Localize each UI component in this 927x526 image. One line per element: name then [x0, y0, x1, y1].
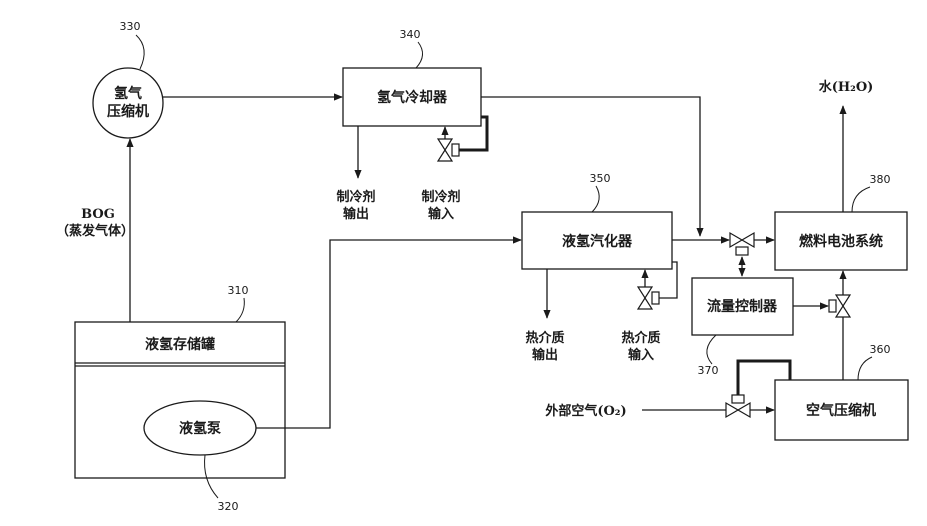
hydrogen-compressor-ref: 330	[120, 20, 141, 33]
air-valve-actuator	[829, 300, 836, 312]
hydrogen-supply-valve	[730, 233, 754, 255]
air-supply-valve	[829, 295, 850, 317]
hydrogen-compressor-circle	[93, 68, 163, 138]
hydrogen-cooler-leader	[416, 42, 423, 68]
refrigerant-valve-actuator	[452, 144, 459, 156]
refrigerant-in-label-line2: 输入	[428, 206, 454, 222]
pump-ref: 320	[218, 500, 239, 513]
hydrogen-compressor-label-line1: 氢气	[114, 85, 142, 102]
fuel-cell-ref: 380	[870, 173, 891, 186]
refrigerant-out-label-line1: 制冷剂	[336, 189, 375, 205]
hydrogen-compressor-label-line2: 压缩机	[107, 103, 149, 120]
hydrogen-valve-actuator	[736, 247, 748, 255]
bog-label-line1: BOG	[81, 207, 115, 222]
storage-tank-ref: 310	[228, 284, 249, 297]
pump-label: 液氢泵	[179, 420, 221, 437]
air-compressor-ref: 360	[870, 343, 891, 356]
hydrogen-valve-right	[742, 233, 754, 247]
air-compressor-label: 空气压缩机	[806, 402, 876, 419]
air-compressor: 空气压缩机 360	[775, 343, 908, 440]
outside-air-label: 外部空气(O₂)	[544, 403, 626, 419]
refrigerant-valve-top	[438, 139, 452, 150]
fuel-cell-label: 燃料电池系统	[799, 233, 883, 250]
flow-controller-leader	[707, 335, 716, 364]
outside-air-valve-right	[738, 403, 750, 417]
hydrogen-cooler-label: 氢气冷却器	[377, 89, 448, 106]
outside-air-valve-actuator	[732, 395, 744, 403]
refrigerant-valve	[438, 139, 459, 161]
heat-medium-valve-bottom	[638, 298, 652, 309]
outside-air-valve	[726, 395, 750, 417]
heat-medium-valve	[638, 287, 659, 309]
flow-controller-ref: 370	[698, 364, 719, 377]
air-valve-top	[836, 295, 850, 306]
refrigerant-valve-bottom	[438, 150, 452, 161]
fuel-cell-leader	[852, 187, 870, 212]
liquid-hydrogen-vaporizer: 液氢汽化器 350	[522, 172, 672, 269]
bog-label-line2: （蒸发气体）	[56, 223, 134, 239]
heat-medium-out-label-line2: 输出	[532, 347, 558, 363]
pump-to-vaporizer-line	[256, 240, 521, 428]
air-valve-bottom	[836, 306, 850, 317]
refrigerant-out-label-line2: 输出	[343, 206, 369, 222]
heat-medium-out-label-line1: 热介质	[525, 330, 564, 346]
hydrogen-valve-left	[730, 233, 742, 247]
hydrogen-compressor-leader	[136, 35, 144, 69]
refrigerant-in-label-line1: 制冷剂	[421, 189, 460, 205]
heat-medium-in-label-line2: 输入	[628, 347, 654, 363]
storage-tank-label: 液氢存储罐	[145, 336, 215, 353]
heat-medium-valve-top	[638, 287, 652, 298]
storage-tank-leader	[236, 298, 244, 322]
hydrogen-compressor: 氢气 压缩机 330	[93, 20, 163, 138]
hydrogen-cooler-ref: 340	[400, 28, 421, 41]
water-label: 水(H₂O)	[819, 79, 874, 95]
flow-controller-label: 流量控制器	[707, 298, 778, 315]
vaporizer-ref: 350	[590, 172, 611, 185]
vaporizer-leader	[592, 186, 599, 212]
fuel-cell-system: 燃料电池系统 380	[775, 173, 907, 270]
air-compressor-leader	[858, 357, 872, 380]
hydrogen-cooler: 氢气冷却器 340	[343, 28, 481, 126]
outside-air-valve-left	[726, 403, 738, 417]
heat-medium-in-label-line1: 热介质	[621, 330, 660, 346]
heat-medium-valve-actuator	[652, 292, 659, 304]
vaporizer-label: 液氢汽化器	[562, 233, 633, 250]
